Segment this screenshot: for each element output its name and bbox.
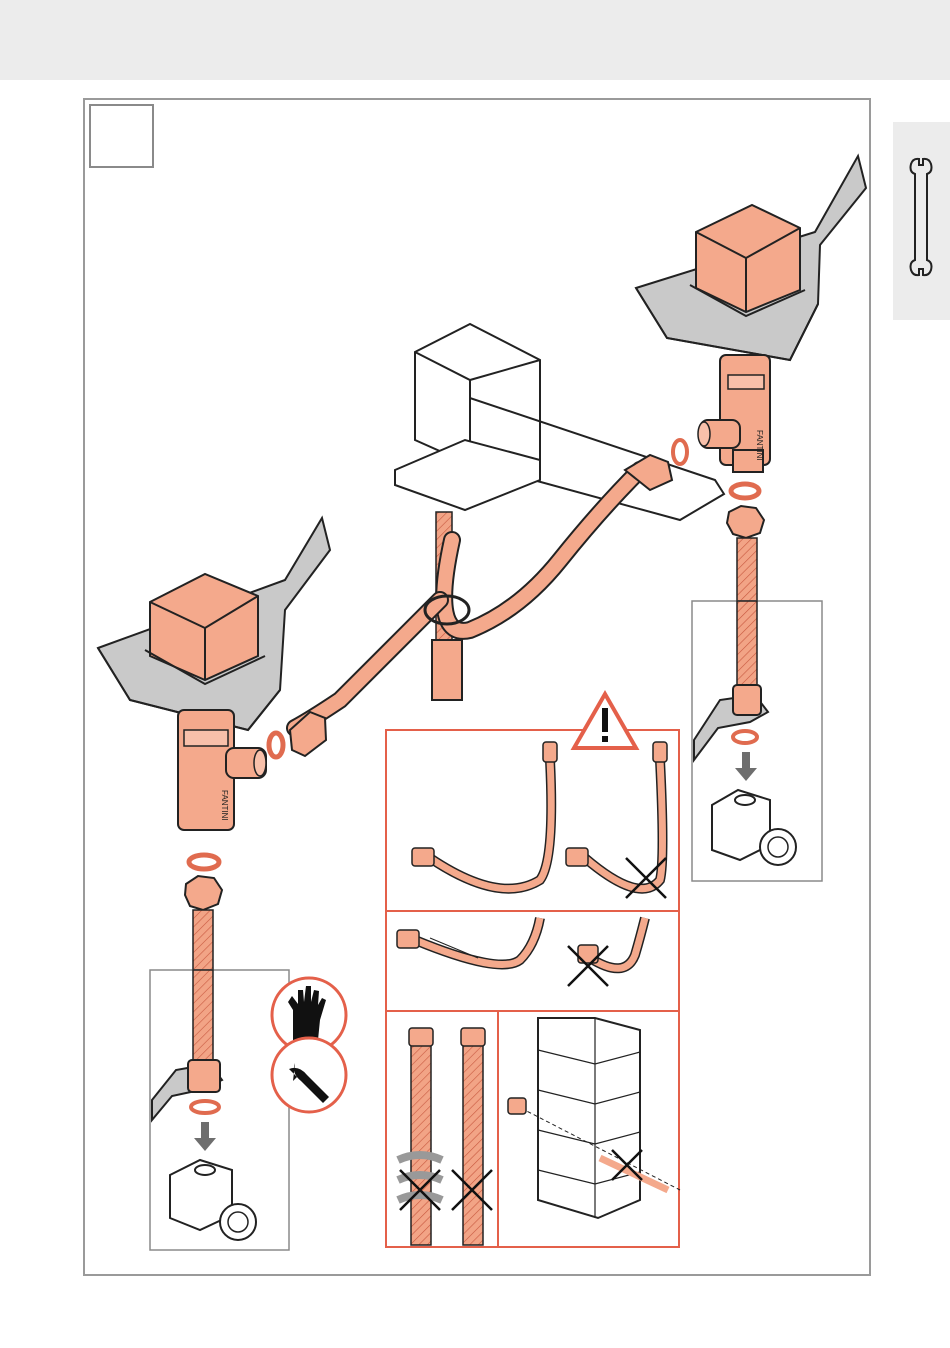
left-detail-box xyxy=(150,970,346,1250)
wrench-badge-icon xyxy=(272,1038,346,1112)
warning-panel xyxy=(386,694,680,1247)
right-detail-box xyxy=(692,601,822,881)
brand-mark-right: FANTINI xyxy=(755,430,764,461)
spout-assembly xyxy=(295,324,724,728)
brand-mark-left: FANTINI xyxy=(220,790,229,821)
warning-triangle-icon xyxy=(574,694,636,748)
